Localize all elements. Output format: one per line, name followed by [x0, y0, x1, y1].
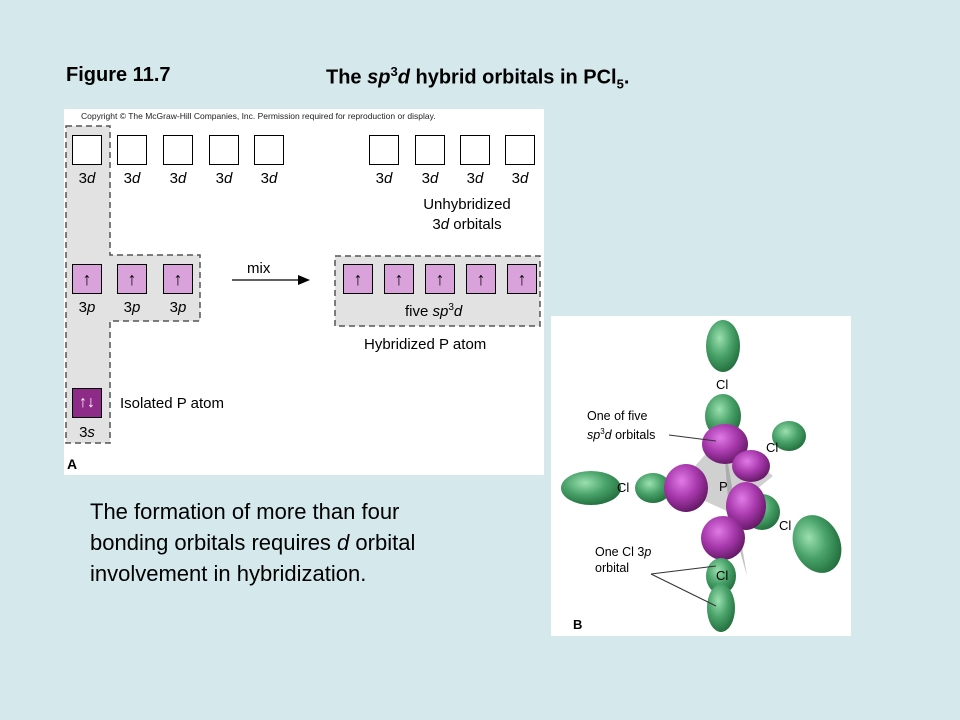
panel-b-label: B [573, 617, 583, 632]
electron-up-arrow: ↑ [435, 268, 445, 289]
unhybridized-box-3d [505, 135, 535, 165]
sp3d-lobe [726, 482, 766, 530]
cl-3p-lobe [792, 515, 842, 573]
orbital-box-3p: ↑ [163, 264, 193, 294]
unhybridized-label-3d: 3d [375, 170, 393, 187]
sp3d-lobe [732, 450, 770, 482]
orbital-label-3p: 3p [123, 299, 141, 316]
cl-label-top: Cl [716, 377, 729, 392]
hybrid-orbital-box-sp3d: ↑ [343, 264, 373, 294]
cl-3p-lobe [772, 421, 806, 451]
panel-a-orbital-diagram: Copyright © The McGraw-Hill Companies, I… [64, 109, 544, 475]
cl-3p-lobe [706, 558, 736, 594]
cl-3p-lobe [707, 584, 735, 632]
orbital-box-3d [117, 135, 147, 165]
p-atom-label: P [719, 479, 728, 494]
orbital-box-3d [209, 135, 239, 165]
cl-label-left: Cl [617, 480, 630, 495]
unhybridized-box-3d [369, 135, 399, 165]
callout-line [650, 573, 717, 607]
cl-label-upper-right: Cl [766, 440, 779, 455]
unhybridized-label-3d: 3d [421, 170, 439, 187]
callout-line [668, 434, 717, 442]
orbital-box-3p: ↑ [72, 264, 102, 294]
orbital-label-3s: 3s [79, 424, 95, 441]
unhybridized-label-3d: 3d [466, 170, 484, 187]
pcl5-orbital-drawing [561, 320, 842, 632]
hybrid-orbital-box-sp3d: ↑ [384, 264, 414, 294]
hybrid-orbital-box-sp3d: ↑ [425, 264, 455, 294]
orbital-box-3p: ↑ [117, 264, 147, 294]
sp3d-lobe [702, 424, 748, 464]
unhybridized-label-3d: 3d [511, 170, 529, 187]
five-sp3d-label: five sp3d [405, 302, 463, 320]
orbital-label-3d: 3d [215, 170, 233, 187]
sp3d-lobe [701, 516, 745, 560]
electron-up-arrow: ↑ [476, 268, 486, 289]
electron-pair-arrows: ↑↓ [79, 394, 95, 411]
orbital-label-3d: 3d [123, 170, 141, 187]
panel-a-label: A [67, 456, 78, 472]
orbital-box-3d [72, 135, 102, 165]
orbital-label-3d: 3d [169, 170, 187, 187]
unhybridized-box-3d [460, 135, 490, 165]
hybrid-orbital-box-sp3d: ↑ [466, 264, 496, 294]
cl-label-lower-right: Cl [779, 518, 792, 533]
orbital-label-3d: 3d [260, 170, 278, 187]
electron-up-arrow: ↑ [353, 268, 363, 289]
unhybridized-box-3d [415, 135, 445, 165]
electron-up-arrow: ↑ [82, 268, 92, 289]
sp3d-lobe [664, 464, 708, 512]
copyright-notice: Copyright © The McGraw-Hill Companies, I… [81, 111, 436, 121]
orbital-label-3p: 3p [169, 299, 187, 316]
orbital-box-3d [254, 135, 284, 165]
orbital-label-3p: 3p [78, 299, 96, 316]
electron-up-arrow: ↑ [127, 268, 137, 289]
cl-3p-lobe [635, 473, 671, 503]
orbital-box-3d [163, 135, 193, 165]
mix-label: mix [247, 260, 271, 277]
cl-3p-lobe [561, 471, 621, 505]
electron-up-arrow: ↑ [173, 268, 183, 289]
electron-up-arrow: ↑ [517, 268, 527, 289]
callout-line [650, 565, 717, 575]
orbital-label-3d: 3d [78, 170, 96, 187]
mix-arrow-head [298, 275, 310, 285]
electron-up-arrow: ↑ [394, 268, 404, 289]
orbital-box-3s: ↑↓ [72, 388, 102, 418]
isolated-atom-caption: Isolated P atom [120, 395, 224, 412]
hybridized-atom-caption: Hybridized P atom [364, 336, 487, 353]
figure-number: Figure 11.7 [66, 64, 171, 86]
cl-label-bottom: Cl [716, 568, 729, 583]
figure-title: The sp3d hybrid orbitals in PCl5. [326, 64, 630, 92]
hybrid-orbital-box-sp3d: ↑ [507, 264, 537, 294]
cl-3p-lobe [706, 320, 740, 372]
